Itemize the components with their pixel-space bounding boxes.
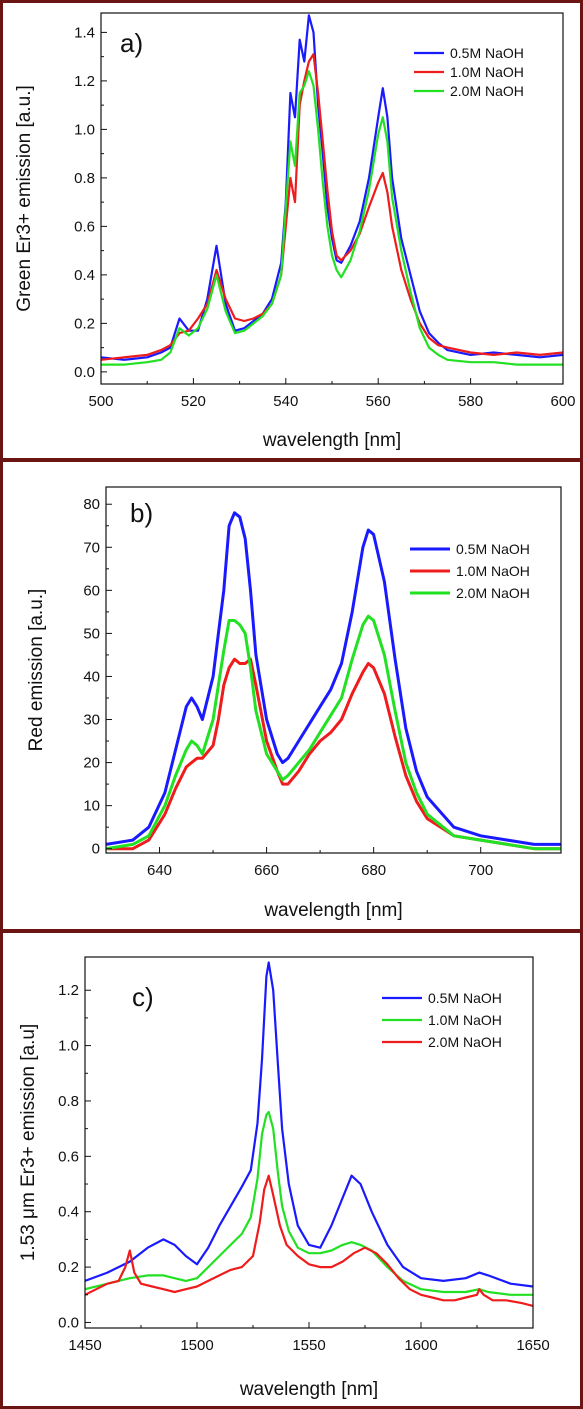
legend-label: 1.0M NaOH [428,1012,502,1028]
chart-panel-2: 640 660 680 700 0 10 20 30 40 50 60 70 80 wavelength … [26,486,562,921]
y-tick-label: 70 [83,539,100,556]
plot-area-frame [105,486,562,854]
x-tick-label: 1550 [292,1337,325,1354]
x-tick-label: 500 [88,393,113,410]
y-axis-label: 1.53 μm Er3+ emission [a.u] [18,1024,39,1261]
panel-label: a) [120,28,143,58]
x-tick-label: 700 [468,862,493,879]
chart-panel-1: 500 520 540 560 580 600 0.0 0.2 0.4 0.6 0.8 1.0 1.2 1… [14,12,576,451]
x-axis-label: wavelength [nm] [262,430,401,451]
y-tick-label: 0 [92,841,100,858]
y-tick-label: 20 [83,755,100,772]
chart-panel-3: 1450 1500 1550 1600 1650 0.0 0.2 0.4 0.6 0.8 1.0 1.… [18,956,550,1400]
y-tick-label: 1.2 [58,982,79,999]
x-axis-label: wavelength [nm] [263,900,402,921]
y-axis-label: Red emission [a.u.] [26,589,47,752]
x-axis-label: wavelength [nm] [239,1379,378,1400]
x-tick-label: 1600 [404,1337,437,1354]
x-tick-label: 640 [147,862,172,879]
y-tick-label: 0.4 [74,267,95,284]
panel-divider [0,929,583,933]
x-tick-label: 1500 [180,1337,213,1354]
series-line-2 [84,1110,533,1296]
y-tick-label: 0.0 [74,364,95,381]
y-tick-label: 0.6 [74,218,95,235]
x-tick-label: 540 [273,393,298,410]
legend-label: 0.5M NaOH [428,990,502,1006]
x-tick-label: 520 [181,393,206,410]
y-tick-label: 0.4 [58,1204,79,1221]
y-tick-label: 0.8 [58,1093,79,1110]
y-tick-label: 30 [83,712,100,729]
panel-divider [0,458,583,462]
series-line-3 [84,1174,534,1307]
legend-label: 1.0M NaOH [456,563,530,579]
y-tick-label: 0.2 [58,1259,79,1276]
y-tick-label: 50 [83,625,100,642]
y-tick-label: 0.6 [58,1148,79,1165]
y-tick-label: 1.0 [74,121,95,138]
legend-label: 1.0M NaOH [450,64,524,80]
x-tick-label: 600 [550,393,575,410]
y-tick-label: 60 [83,582,100,599]
y-tick-label: 10 [83,798,100,815]
series-line-2 [100,53,564,361]
legend-label: 0.5M NaOH [450,45,524,61]
panel-label: b) [130,498,153,528]
series-line-1 [84,961,534,1288]
legend-label: 2.0M NaOH [428,1034,502,1050]
x-tick-label: 660 [254,862,279,879]
series-line-1 [105,511,561,846]
legend-label: 2.0M NaOH [450,83,524,99]
x-tick-label: 680 [361,862,386,879]
legend-label: 2.0M NaOH [456,585,530,601]
x-tick-label: 1450 [68,1337,101,1354]
series-line-3 [105,614,561,851]
x-tick-label: 560 [366,393,391,410]
y-tick-label: 1.0 [58,1038,79,1055]
series-line-2 [106,657,561,851]
x-tick-label: 1650 [516,1337,549,1354]
y-axis-label: Green Er3+ emission [a.u.] [14,85,35,312]
y-tick-label: 0.0 [58,1314,79,1331]
y-tick-label: 40 [83,668,100,685]
y-tick-label: 1.2 [74,73,95,90]
y-tick-label: 80 [83,496,100,513]
y-tick-label: 0.8 [74,170,95,187]
y-tick-label: 0.2 [74,315,95,332]
legend-label: 0.5M NaOH [456,541,530,557]
y-tick-label: 1.4 [74,24,95,41]
panel-label: c) [132,982,154,1012]
series-line-3 [101,70,563,366]
x-tick-label: 580 [458,393,483,410]
